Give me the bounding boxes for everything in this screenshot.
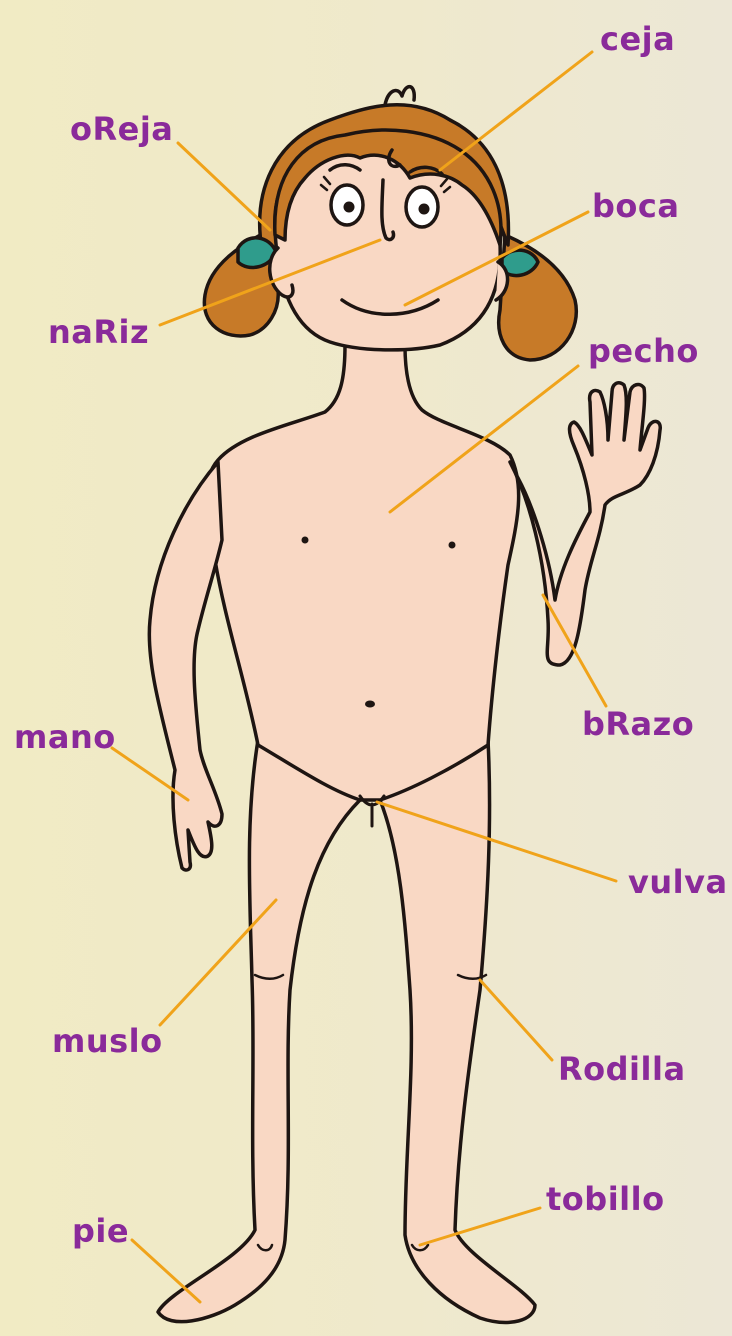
label-pecho: pecho [588,332,699,370]
rodilla-line [480,980,552,1060]
left-nipple [302,537,309,544]
left-arm [149,462,222,870]
label-vulva: vulva [628,863,728,901]
label-ceja: ceja [600,20,675,58]
pie-line [132,1240,200,1302]
right-arm [510,383,660,665]
label-rodilla: Rodilla [558,1050,686,1088]
ceja-line [440,52,592,170]
torso [206,345,519,800]
oreja-line [178,143,270,230]
label-mano: mano [14,718,116,756]
label-tobillo: tobillo [546,1180,665,1218]
label-boca: boca [592,187,679,225]
right-nipple [449,542,456,549]
navel [365,701,375,708]
label-muslo: muslo [52,1022,163,1060]
label-brazo: bRazo [582,705,694,743]
label-pie: pie [72,1212,129,1250]
label-nariz: naRiz [48,313,149,351]
label-oreja: oReja [70,110,173,148]
